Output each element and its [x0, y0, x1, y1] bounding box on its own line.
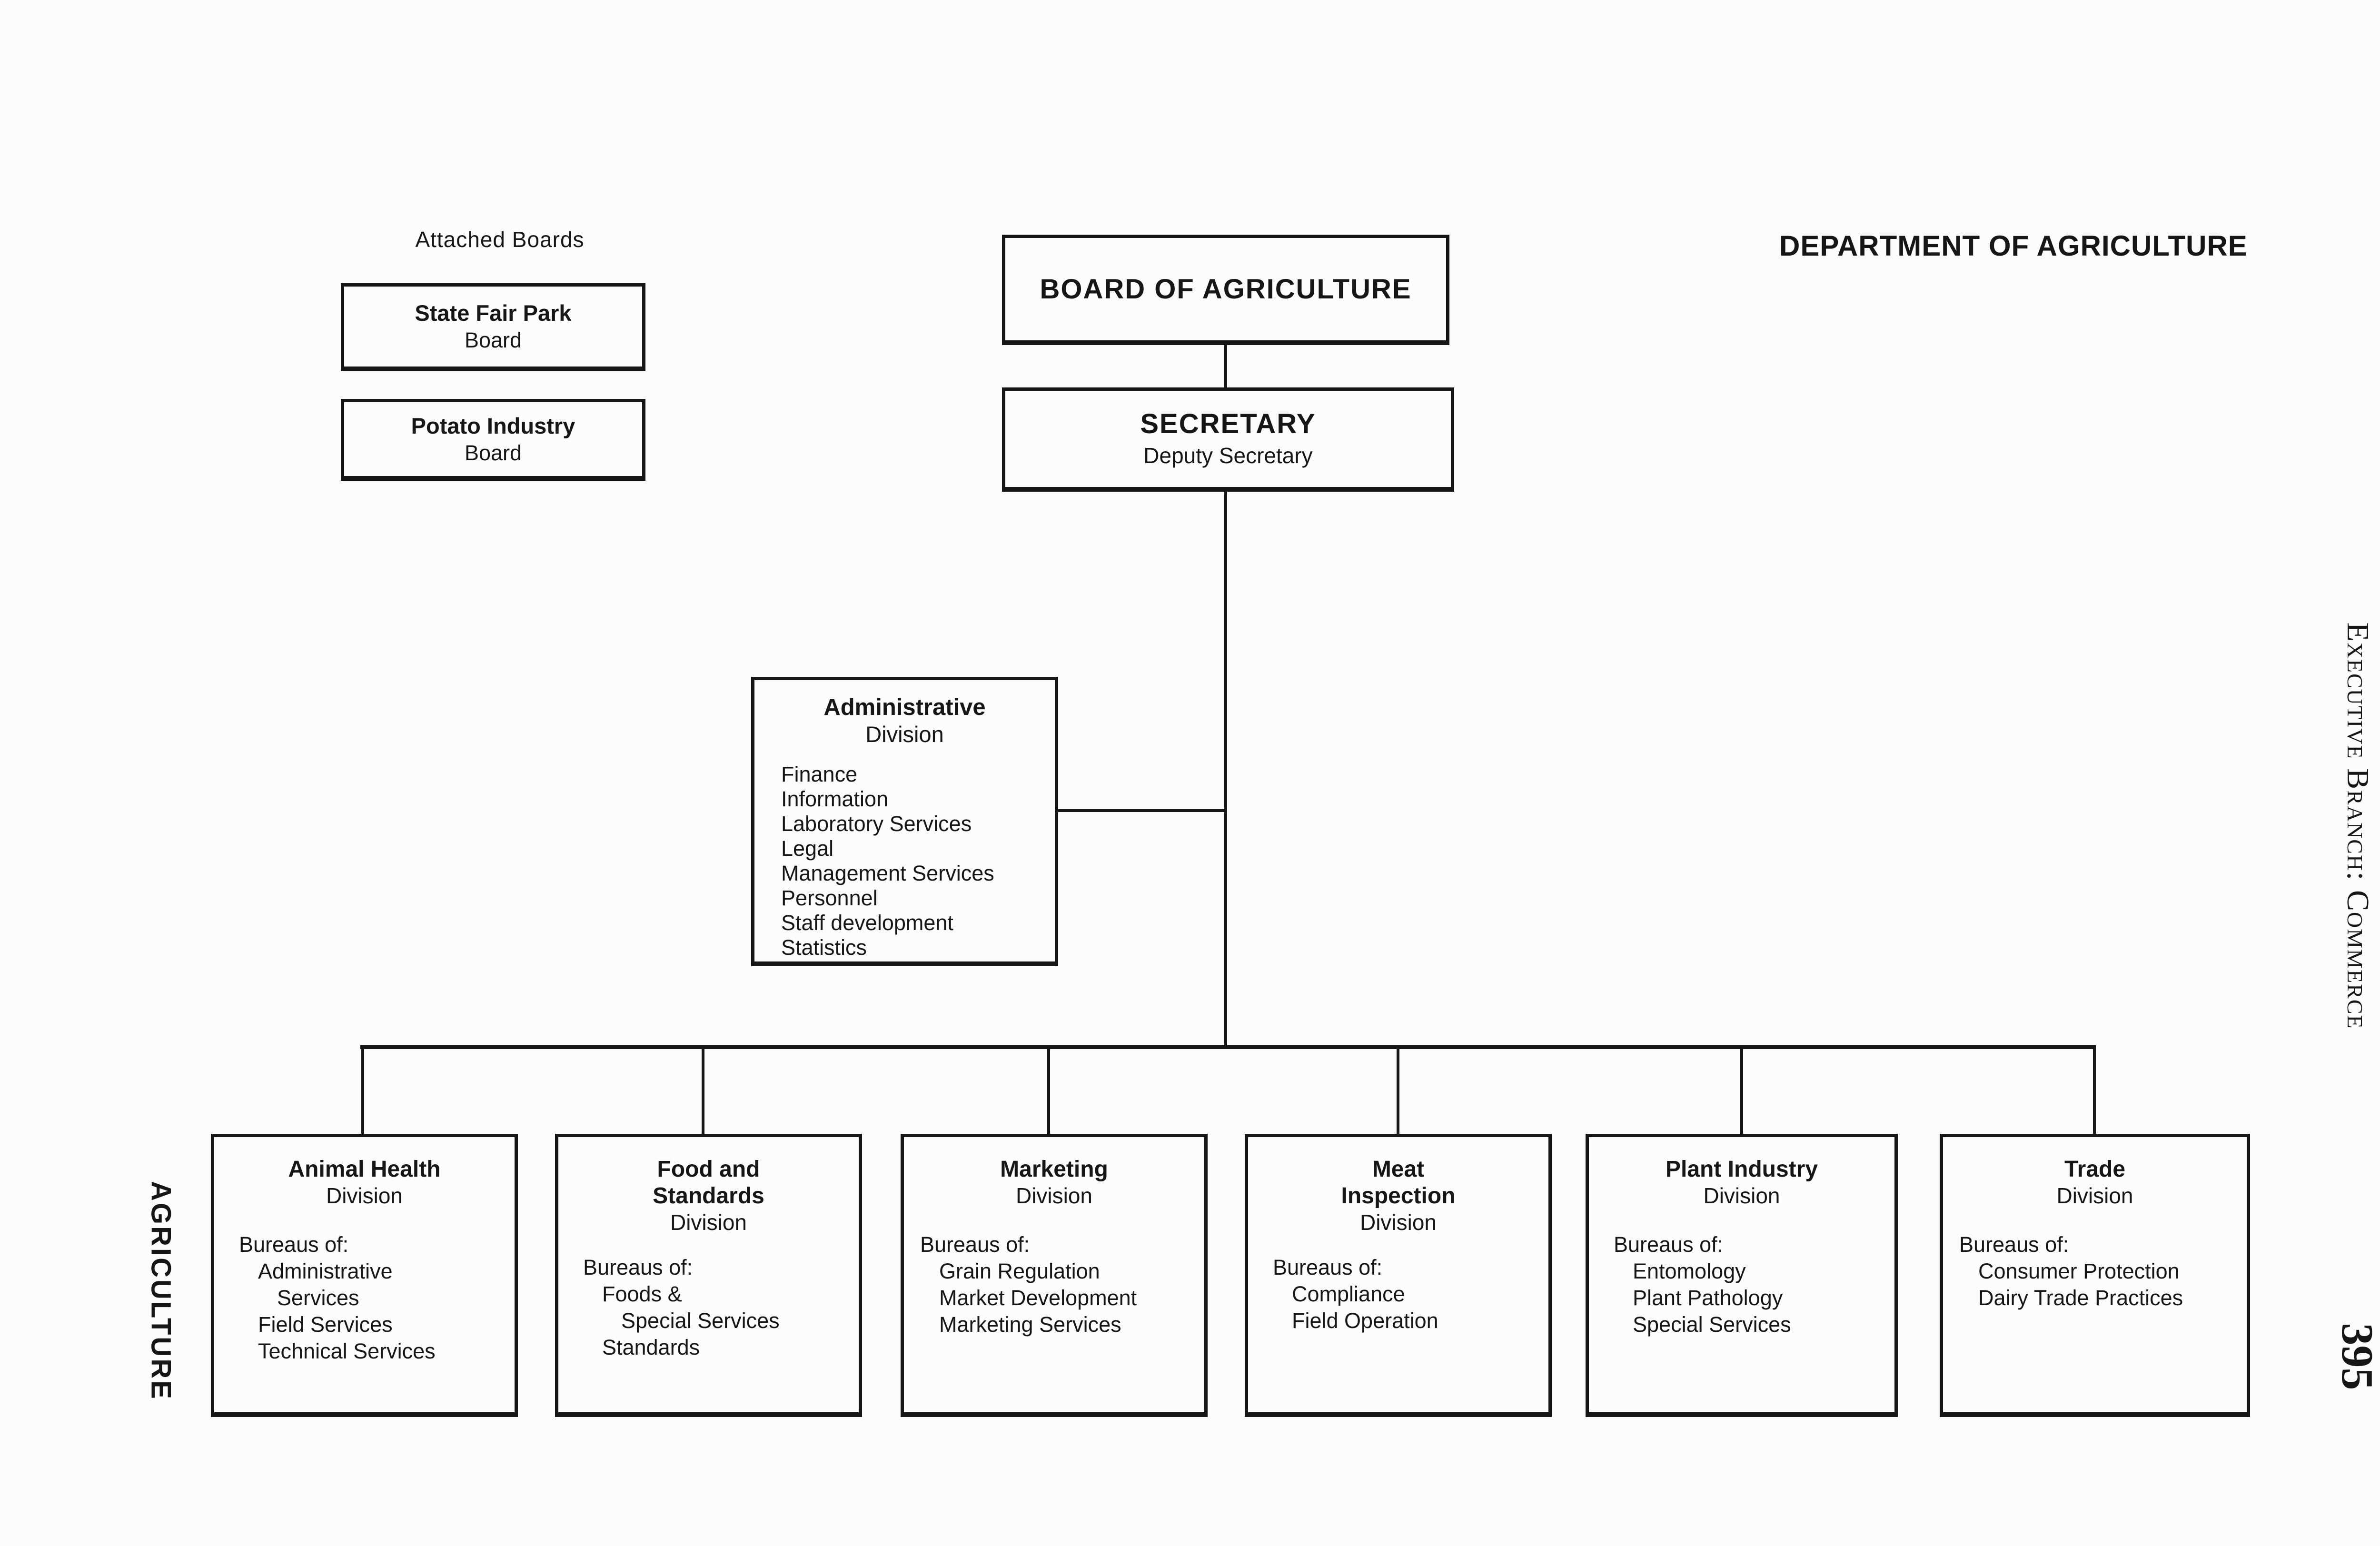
attached-board-potato-industry: Potato Industry Board	[341, 399, 645, 481]
division-title: Plant Industry	[1665, 1157, 1818, 1182]
board-type: Board	[464, 328, 522, 352]
secretary-box: SECRETARY Deputy Secretary	[1002, 387, 1454, 492]
page-title: DEPARTMENT OF AGRICULTURE	[1779, 230, 2248, 262]
bureau-item: Plant Pathology	[1633, 1286, 1783, 1310]
bureau-item: Special Services	[621, 1308, 780, 1333]
bureau-list: Bureaus of: Compliance Field Operation	[1248, 1254, 1548, 1334]
division-title: Animal Health	[288, 1157, 441, 1182]
bureau-item: Consumer Protection	[1978, 1259, 2180, 1283]
admin-unit: Finance	[781, 762, 858, 786]
connector-drop-meat-inspection	[1397, 1049, 1399, 1134]
division-subtitle: Division	[670, 1210, 747, 1235]
secretary-title: SECRETARY	[1140, 408, 1316, 439]
division-title: Inspection	[1341, 1183, 1456, 1209]
deputy-secretary-label: Deputy Secretary	[1143, 443, 1313, 468]
bureau-item: Field Operation	[1292, 1308, 1438, 1333]
board-of-agriculture-box: BOARD OF AGRICULTURE	[1002, 235, 1449, 345]
connector-drop-animal-health	[361, 1049, 364, 1134]
bureau-list: Bureaus of: Grain Regulation Market Deve…	[904, 1231, 1204, 1338]
bureaus-label: Bureaus of:	[239, 1232, 349, 1257]
bureau-item: Services	[277, 1286, 359, 1310]
bureau-item: Technical Services	[258, 1339, 436, 1363]
administrative-division-box: Administrative Division Finance Informat…	[751, 677, 1058, 966]
division-box-plant-industry: Plant Industry Division Bureaus of: Ento…	[1586, 1134, 1898, 1417]
page-number: 395	[2332, 1323, 2380, 1390]
connector-admin-division	[1058, 809, 1224, 812]
connector-distribution-bar	[360, 1045, 2096, 1049]
admin-unit: Legal	[781, 836, 834, 861]
right-margin-caption: Executive Branch: Commerce	[2340, 622, 2375, 1030]
division-title: Marketing	[1000, 1157, 1108, 1182]
admin-unit-list: Finance Information Laboratory Services …	[754, 762, 1055, 960]
division-box-trade: Trade Division Bureaus of: Consumer Prot…	[1940, 1134, 2250, 1417]
board-name: State Fair Park	[415, 300, 572, 326]
division-box-meat-inspection: Meat Inspection Division Bureaus of: Com…	[1245, 1134, 1552, 1417]
attached-board-state-fair-park: State Fair Park Board	[341, 283, 645, 371]
bureau-item: Standards	[602, 1335, 700, 1359]
board-type: Board	[464, 440, 522, 465]
bureau-list: Bureaus of: Consumer Protection Dairy Tr…	[1943, 1231, 2247, 1311]
left-margin-caption: AGRICULTURE	[145, 1181, 177, 1401]
bureaus-label: Bureaus of:	[1273, 1255, 1383, 1279]
division-subtitle: Division	[865, 722, 944, 747]
division-subtitle: Division	[1703, 1183, 1780, 1208]
bureau-item: Compliance	[1292, 1282, 1405, 1306]
division-title: Standards	[653, 1183, 764, 1209]
bureau-item: Foods &	[602, 1282, 682, 1306]
bureau-item: Dairy Trade Practices	[1978, 1286, 2183, 1310]
admin-unit: Management Services	[781, 861, 994, 885]
division-box-animal-health: Animal Health Division Bureaus of: Admin…	[211, 1134, 518, 1417]
attached-boards-label: Attached Boards	[415, 227, 585, 252]
connector-board-secretary	[1224, 345, 1227, 387]
division-title: Trade	[2064, 1157, 2126, 1182]
division-box-marketing: Marketing Division Bureaus of: Grain Reg…	[901, 1134, 1208, 1417]
connector-drop-marketing	[1047, 1049, 1050, 1134]
admin-unit: Laboratory Services	[781, 812, 972, 836]
admin-unit: Personnel	[781, 886, 878, 910]
division-title: Food and	[657, 1157, 760, 1182]
connector-secretary-trunk	[1224, 492, 1227, 1047]
connector-drop-trade	[2093, 1049, 2096, 1134]
admin-unit: Information	[781, 787, 889, 811]
bureau-item: Marketing Services	[939, 1312, 1121, 1337]
admin-unit: Statistics	[781, 935, 867, 960]
bureau-item: Field Services	[258, 1312, 393, 1337]
division-title: Meat	[1372, 1157, 1425, 1182]
division-subtitle: Division	[1015, 1183, 1093, 1208]
division-subtitle: Division	[2056, 1183, 2133, 1208]
connector-drop-plant-industry	[1740, 1049, 1743, 1134]
bureau-list: Bureaus of: Administrative Services Fiel…	[214, 1231, 515, 1365]
division-subtitle: Division	[326, 1183, 403, 1208]
board-of-agriculture-title: BOARD OF AGRICULTURE	[1040, 273, 1412, 305]
bureaus-label: Bureaus of:	[1959, 1232, 2069, 1257]
connector-drop-food-standards	[702, 1049, 704, 1134]
bureaus-label: Bureaus of:	[1614, 1232, 1724, 1257]
division-box-food-and-standards: Food and Standards Division Bureaus of: …	[555, 1134, 862, 1417]
bureaus-label: Bureaus of:	[920, 1232, 1030, 1257]
bureau-item: Special Services	[1633, 1312, 1791, 1337]
bureaus-label: Bureaus of:	[583, 1255, 693, 1279]
bureau-item: Market Development	[939, 1286, 1137, 1310]
board-name: Potato Industry	[411, 413, 575, 438]
bureau-item: Administrative	[258, 1259, 393, 1283]
division-subtitle: Division	[1359, 1210, 1437, 1235]
admin-unit: Staff development	[781, 911, 953, 935]
bureau-list: Bureaus of: Entomology Plant Pathology S…	[1589, 1231, 1894, 1338]
division-title: Administrative	[823, 694, 986, 720]
bureau-list: Bureaus of: Foods & Special Services Sta…	[558, 1254, 859, 1361]
bureau-item: Grain Regulation	[939, 1259, 1100, 1283]
bureau-item: Entomology	[1633, 1259, 1746, 1283]
